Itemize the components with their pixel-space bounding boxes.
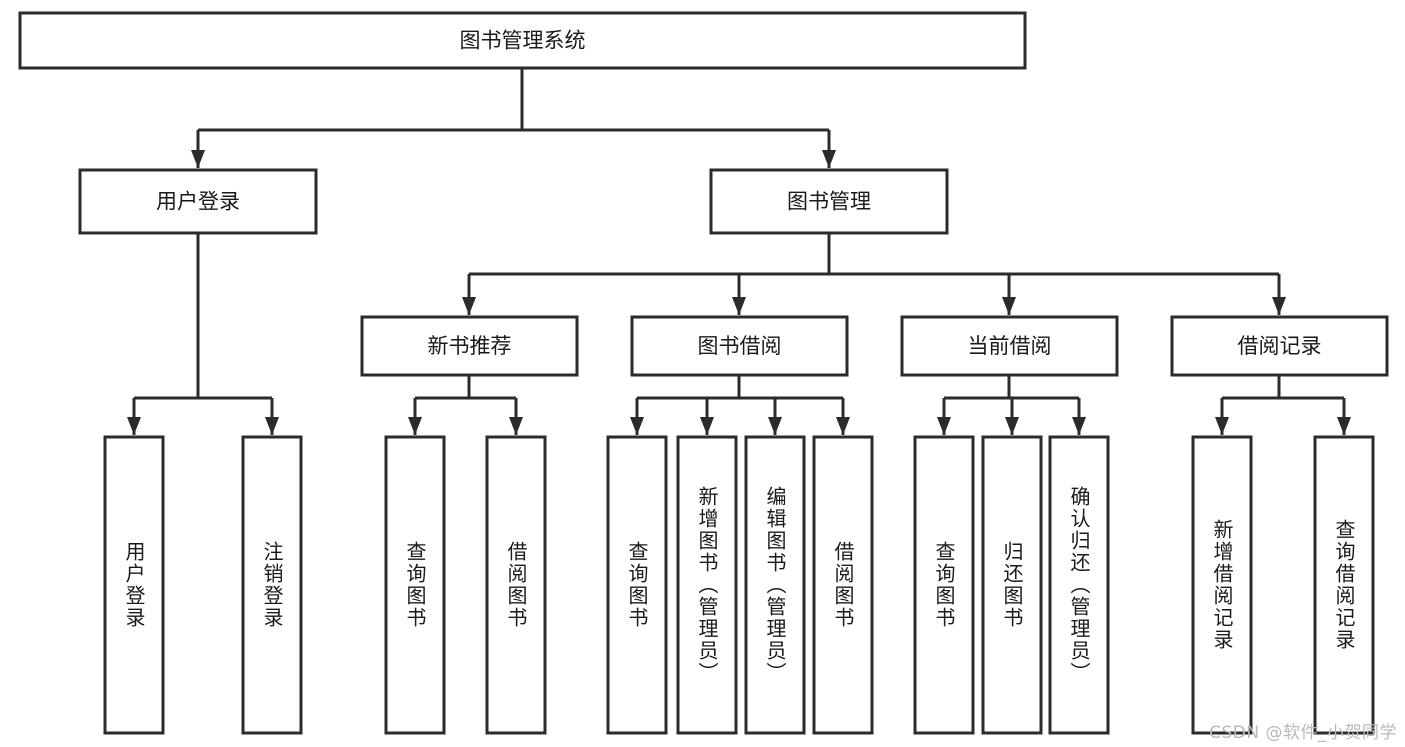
node-borrow-record[interactable]: 借阅记录 [1170, 315, 1389, 377]
node-book-borrow[interactable]: 图书借阅 [630, 315, 849, 377]
node-book-manage-label: 图书管理 [787, 190, 871, 214]
node-leaf-add-record-rect[interactable] [1191, 435, 1253, 735]
node-borrow-record-label: 借阅记录 [1238, 334, 1322, 358]
arrow-head-icon [1215, 417, 1229, 435]
node-current-borrow[interactable]: 当前借阅 [900, 315, 1119, 377]
node-leaf-return-book[interactable] [981, 435, 1043, 735]
connectors-layer [127, 68, 1351, 435]
node-leaf-add-book[interactable] [676, 435, 738, 735]
node-leaf-borrow-book-2[interactable] [812, 435, 874, 735]
node-leaf-query-book-2-rect[interactable] [606, 435, 668, 735]
node-leaf-query-book-2[interactable] [606, 435, 668, 735]
node-new-book-recommend-rect[interactable] [360, 315, 579, 377]
node-leaf-borrow-book-1-rect[interactable] [485, 435, 547, 735]
arrow-head-icon [1272, 297, 1286, 315]
arrow-head-icon [1072, 417, 1086, 435]
node-leaf-query-book-1[interactable] [384, 435, 446, 735]
arrow-head-icon [836, 417, 850, 435]
node-leaf-edit-book-rect[interactable] [744, 435, 806, 735]
node-leaf-query-record-rect[interactable] [1313, 435, 1375, 735]
node-leaf-edit-book[interactable] [744, 435, 806, 735]
node-leaf-query-book-1-rect[interactable] [384, 435, 446, 735]
node-leaf-return-book-rect[interactable] [981, 435, 1043, 735]
arrow-head-icon [127, 417, 141, 435]
arrow-head-icon [408, 417, 422, 435]
node-leaf-user-login-rect[interactable] [103, 435, 165, 735]
node-book-manage-rect[interactable] [709, 168, 949, 235]
arrow-head-icon [937, 417, 951, 435]
node-current-borrow-label: 当前借阅 [968, 334, 1052, 358]
node-leaf-logout[interactable] [241, 435, 303, 735]
node-leaf-query-book-3-rect[interactable] [913, 435, 975, 735]
node-root-system-label: 图书管理系统 [460, 29, 586, 53]
node-leaf-confirm-return[interactable] [1048, 435, 1110, 735]
node-leaf-borrow-book-1[interactable] [485, 435, 547, 735]
arrow-head-icon [732, 297, 746, 315]
node-book-borrow-label: 图书借阅 [698, 334, 782, 358]
node-user-login-label: 用户登录 [156, 190, 240, 214]
node-leaf-query-record[interactable] [1313, 435, 1375, 735]
arrow-head-icon [700, 417, 714, 435]
node-leaf-confirm-return-rect[interactable] [1048, 435, 1110, 735]
csdn-watermark: CSDN @软件_小贺同学 [1209, 723, 1397, 743]
arrow-head-icon [509, 417, 523, 435]
node-root-system-rect[interactable] [18, 11, 1027, 70]
node-leaf-borrow-book-2-rect[interactable] [812, 435, 874, 735]
arrow-head-icon [1002, 297, 1016, 315]
node-new-book-recommend-label: 新书推荐 [428, 334, 512, 358]
node-leaf-add-record[interactable] [1191, 435, 1253, 735]
node-book-manage[interactable]: 图书管理 [709, 168, 949, 235]
node-current-borrow-rect[interactable] [900, 315, 1119, 377]
node-leaf-logout-rect[interactable] [241, 435, 303, 735]
node-leaf-query-book-3[interactable] [913, 435, 975, 735]
node-borrow-record-rect[interactable] [1170, 315, 1389, 377]
node-user-login[interactable]: 用户登录 [78, 168, 318, 235]
arrow-head-icon [462, 297, 476, 315]
node-leaf-add-book-rect[interactable] [676, 435, 738, 735]
arrow-head-icon [1005, 417, 1019, 435]
arrow-head-icon [265, 417, 279, 435]
arrow-head-icon [822, 150, 836, 168]
arrow-head-icon [1337, 417, 1351, 435]
node-root-system[interactable]: 图书管理系统 [18, 11, 1027, 70]
arrow-head-icon [768, 417, 782, 435]
node-new-book-recommend[interactable]: 新书推荐 [360, 315, 579, 377]
arrow-head-icon [630, 417, 644, 435]
arrow-head-icon [191, 150, 205, 168]
node-leaf-user-login[interactable] [103, 435, 165, 735]
node-user-login-rect[interactable] [78, 168, 318, 235]
node-book-borrow-rect[interactable] [630, 315, 849, 377]
